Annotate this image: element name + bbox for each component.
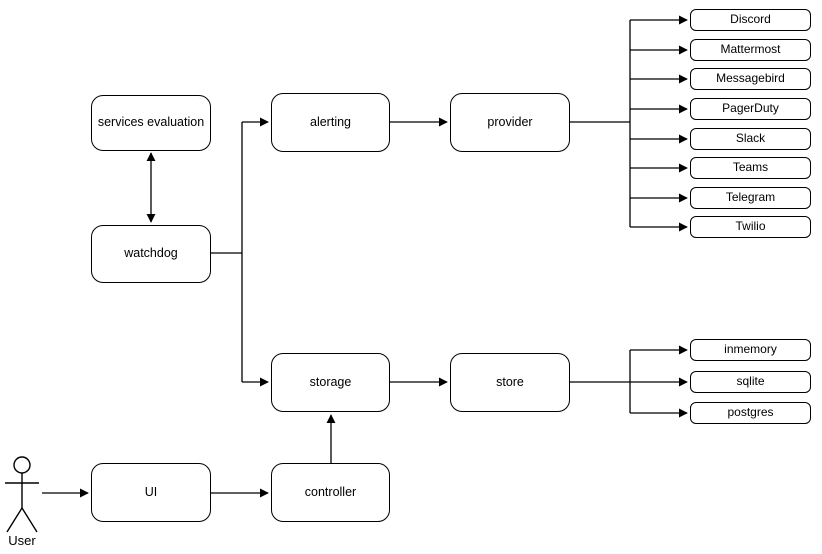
node-services-evaluation[interactable]: services evaluation <box>91 95 211 151</box>
node-provider-pagerduty[interactable]: PagerDuty <box>690 98 811 120</box>
node-storage[interactable]: storage <box>271 353 390 412</box>
user-actor-label: User <box>8 533 36 548</box>
node-alerting[interactable]: alerting <box>271 93 390 152</box>
user-actor-figure <box>5 456 39 533</box>
node-store-inmemory[interactable]: inmemory <box>690 339 811 361</box>
user-leg-left <box>6 507 23 533</box>
node-store-postgres[interactable]: postgres <box>690 402 811 424</box>
node-provider-teams[interactable]: Teams <box>690 157 811 179</box>
node-watchdog[interactable]: watchdog <box>91 225 211 283</box>
node-controller[interactable]: controller <box>271 463 390 522</box>
node-provider[interactable]: provider <box>450 93 570 152</box>
node-provider-mattermost[interactable]: Mattermost <box>690 39 811 61</box>
node-store-sqlite[interactable]: sqlite <box>690 371 811 393</box>
user-head-icon <box>13 456 31 474</box>
node-provider-twilio[interactable]: Twilio <box>690 216 811 238</box>
node-ui[interactable]: UI <box>91 463 211 522</box>
user-leg-right <box>21 507 38 533</box>
node-provider-telegram[interactable]: Telegram <box>690 187 811 209</box>
node-provider-discord[interactable]: Discord <box>690 9 811 31</box>
node-provider-slack[interactable]: Slack <box>690 128 811 150</box>
node-provider-messagebird[interactable]: Messagebird <box>690 68 811 90</box>
node-store[interactable]: store <box>450 353 570 412</box>
